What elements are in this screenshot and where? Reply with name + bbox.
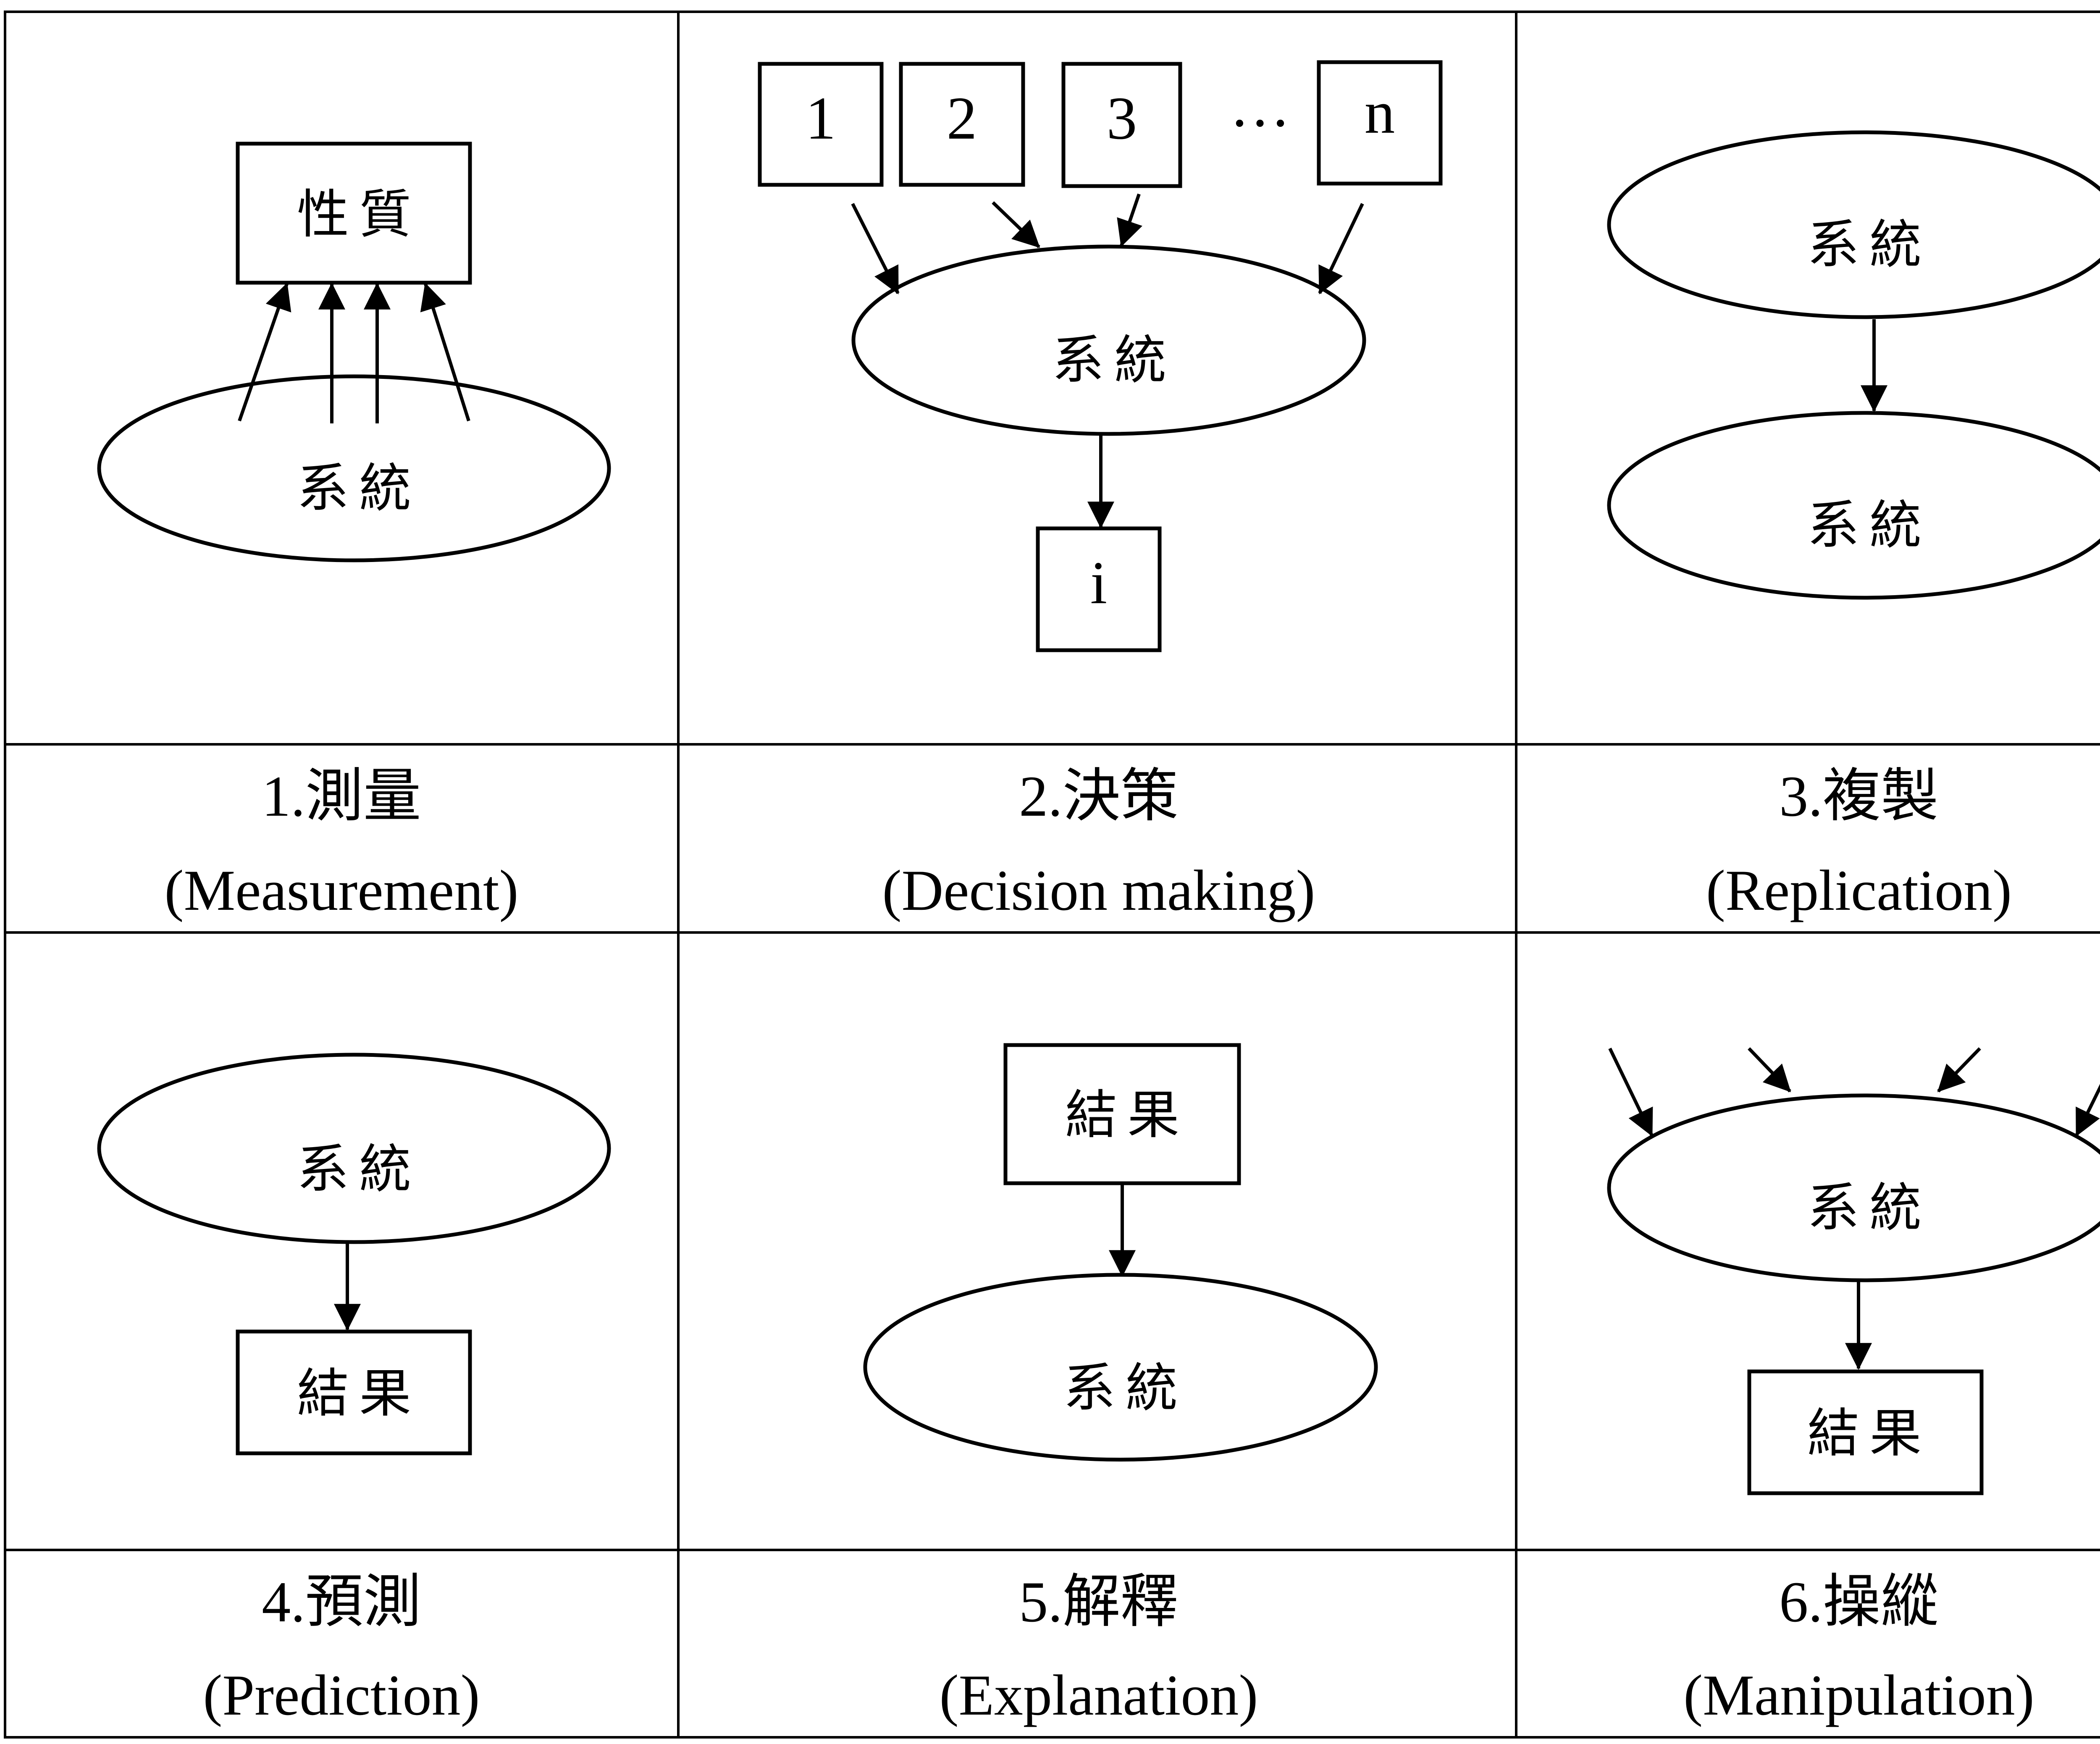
system-label-bottom: 系統 xyxy=(1807,495,1932,556)
input-arrow-2 xyxy=(992,201,1040,248)
ellipsis: … xyxy=(1230,72,1291,139)
input-label-3: 3 xyxy=(1107,85,1137,152)
caption-subtitle: (Manipulation) xyxy=(1683,1663,2034,1727)
input-box-2 xyxy=(899,62,1025,187)
system-ellipse xyxy=(97,374,611,562)
measurement-arrow-4 xyxy=(420,282,470,422)
system-label: 系統 xyxy=(297,1139,421,1200)
caption-title: 1.測量 xyxy=(262,764,421,828)
input-box-n xyxy=(1317,60,1443,186)
panel-replication: 系統 系統 3.複製 (Replication) xyxy=(1607,130,2100,922)
caption-title: 6.操縱 xyxy=(1779,1570,1939,1634)
property-box xyxy=(236,142,472,285)
manipulation-arrow-2 xyxy=(1748,1047,1791,1093)
caption-title: 5.解釋 xyxy=(1019,1570,1179,1634)
panel-decision-making: 1 2 3 … n 系統 i 2.決策 (Decision making) xyxy=(758,60,1443,922)
input-label-1: 1 xyxy=(806,85,836,152)
result-label: 結果 xyxy=(1065,1085,1189,1145)
measurement-arrow-1 xyxy=(238,282,291,422)
input-arrow-1 xyxy=(851,203,900,294)
system-ellipse-top xyxy=(1607,130,2100,319)
result-label: 結果 xyxy=(1807,1403,1932,1464)
panel-prediction: 系統 結果 4.預測 (Prediction) xyxy=(97,1053,611,1727)
panel-explanation: 結果 系統 5.解釋 (Explanation) xyxy=(863,1043,1378,1727)
system-label-top: 系統 xyxy=(1807,215,1932,275)
input-arrow-3 xyxy=(1117,193,1142,247)
result-box xyxy=(236,1329,472,1455)
system-label: 系統 xyxy=(1063,1358,1188,1418)
result-label: 結果 xyxy=(297,1363,421,1424)
input-label-n: n xyxy=(1365,79,1395,146)
output-box xyxy=(1036,526,1162,652)
input-label-2: 2 xyxy=(947,85,977,152)
caption-title: 2.決策 xyxy=(1019,764,1179,828)
input-arrow-n xyxy=(1318,203,1364,294)
panel-measurement: 性質 系統 1.測量 (Measurement) xyxy=(97,142,611,922)
input-box-3 xyxy=(1061,62,1182,188)
input-box-1 xyxy=(758,62,884,187)
caption-title: 4.預測 xyxy=(262,1570,421,1634)
result-box xyxy=(1003,1043,1241,1185)
output-label: i xyxy=(1090,549,1107,617)
caption-subtitle: (Prediction) xyxy=(203,1663,480,1727)
table-border xyxy=(4,11,2100,1739)
caption-subtitle: (Explanation) xyxy=(940,1663,1258,1727)
caption-subtitle: (Replication) xyxy=(1706,858,2012,922)
property-label: 性質 xyxy=(297,184,421,245)
caption-title: 3.複製 xyxy=(1779,764,1939,828)
caption-subtitle: (Measurement) xyxy=(165,858,519,922)
system-label: 系統 xyxy=(297,458,421,519)
manipulation-arrow-1 xyxy=(1608,1048,1654,1137)
system-ellipse-bottom xyxy=(1607,411,2100,600)
manipulation-arrow-3 xyxy=(1937,1047,1981,1093)
panel-manipulation: 系統 結果 6.操縱 (Manipulation) xyxy=(1607,1047,2100,1727)
system-label: 系統 xyxy=(1807,1178,1932,1238)
system-ellipse xyxy=(1607,1093,2100,1282)
system-label: 系統 xyxy=(1052,330,1176,391)
table-grid xyxy=(4,11,2100,1739)
manipulation-arrow-4 xyxy=(2075,1084,2100,1137)
system-ellipse xyxy=(97,1053,611,1244)
system-ellipse xyxy=(863,1273,1378,1462)
system-ellipse xyxy=(851,244,1366,436)
caption-subtitle: (Decision making) xyxy=(882,858,1315,922)
result-box xyxy=(1747,1369,1984,1495)
